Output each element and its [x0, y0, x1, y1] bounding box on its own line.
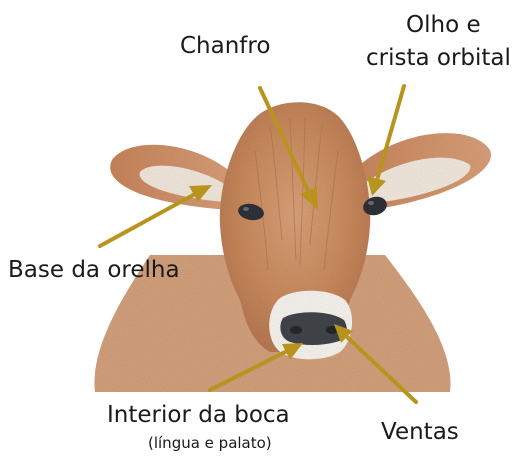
- pointer-lines: [98, 84, 418, 404]
- label-base-orelha: Base da orelha: [8, 257, 180, 283]
- label-interior-boca-sub: (língua e palato): [148, 434, 272, 452]
- pointer-chanfro: [258, 86, 312, 197]
- pointer-base-orelha: [98, 192, 197, 248]
- arrowhead-interior-boca: [282, 343, 303, 360]
- label-olho-line1: Olho e: [406, 12, 481, 38]
- label-interior-boca: Interior da boca: [107, 402, 290, 428]
- arrowhead-ventas: [334, 324, 353, 343]
- label-olho-line2: crista orbital: [366, 45, 511, 71]
- left-ear: [110, 144, 240, 210]
- nose-icon: [280, 312, 347, 345]
- right-eye-icon: [363, 196, 387, 216]
- arrowhead-chanfro: [300, 187, 318, 210]
- pointer-olho: [375, 84, 406, 182]
- arrowhead-olho: [367, 176, 386, 196]
- pointer-interior-boca: [208, 350, 287, 392]
- arrowhead-base-orelha: [189, 185, 212, 202]
- label-ventas: Ventas: [381, 419, 459, 445]
- label-chanfro: Chanfro: [180, 33, 271, 59]
- pointer-ventas: [346, 336, 418, 404]
- right-ear: [345, 133, 491, 212]
